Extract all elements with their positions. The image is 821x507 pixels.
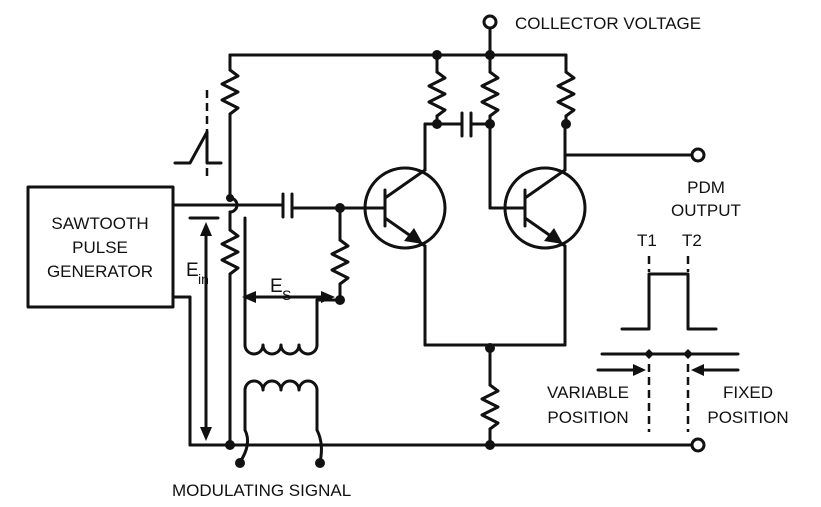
transistor-q1	[363, 166, 447, 250]
fixed-position-label-line1: FIXED	[723, 383, 773, 402]
q2-collector-resistor	[556, 70, 576, 118]
junction-dot	[335, 295, 345, 305]
fixed-position-arrow-head	[691, 364, 704, 376]
junction-dot	[225, 440, 235, 450]
transformer-upper-winding	[243, 343, 319, 356]
es-label-subscript: S	[282, 287, 291, 303]
es-arrow-head	[242, 291, 256, 303]
ein-label-subscript: in	[198, 271, 209, 287]
t2-label: T2	[682, 231, 702, 250]
collector-voltage-label: COLLECTOR VOLTAGE	[515, 14, 701, 33]
ein-label: E	[186, 260, 199, 281]
junction-dot	[485, 119, 495, 129]
variable-position-label-line2: POSITION	[547, 408, 628, 427]
t1-label: T1	[637, 231, 657, 250]
pdm-output-label-line1: PDM	[687, 178, 725, 197]
emitter-resistor	[480, 383, 500, 431]
collector-voltage-terminal	[482, 14, 498, 30]
modulating-terminal-left	[235, 458, 245, 468]
transformer-lower-winding	[243, 379, 319, 392]
generator-label-line2: PULSE	[72, 238, 128, 257]
junction-dot	[432, 119, 442, 129]
transistor-q2	[503, 166, 587, 250]
bias-resistor	[220, 68, 240, 116]
modulating-terminal-right	[315, 458, 325, 468]
q2-base-resistor	[480, 70, 500, 118]
junction-dot	[226, 194, 234, 202]
sawtooth-waveform-icon	[173, 130, 223, 165]
generator-label-line3: GENERATOR	[47, 262, 153, 281]
q2-collector-leg	[523, 168, 567, 200]
junction-dot	[561, 119, 571, 129]
ein-arrow-head	[200, 427, 212, 441]
variable-position-label-line1: VARIABLE	[547, 383, 629, 402]
generator-label-line1: SAWTOOTH	[51, 214, 148, 233]
es-arrow-head	[321, 291, 335, 303]
input-resistor	[220, 228, 240, 276]
variable-position-arrow-head	[633, 364, 646, 376]
q1-collector-resistor	[427, 70, 447, 118]
ground-output-terminal	[690, 437, 706, 453]
q1-base-resistor	[330, 238, 350, 286]
sawtooth-generator-box	[26, 185, 175, 309]
pdm-output-label-line2: OUTPUT	[671, 201, 741, 220]
q1-emitter-arrow	[404, 228, 423, 244]
junction-dot	[485, 440, 495, 450]
t1-position-marker	[644, 349, 654, 359]
q2-emitter-arrow	[544, 228, 563, 244]
ein-arrow-head	[200, 222, 212, 236]
modulating-signal-label: MODULATING SIGNAL	[172, 481, 351, 500]
t2-position-marker	[683, 349, 693, 359]
pdm-output-terminal	[690, 147, 706, 163]
pdm-pulse-waveform	[620, 272, 718, 331]
es-label: E	[270, 276, 283, 297]
fixed-position-label-line2: POSITION	[707, 408, 788, 427]
q1-collector-leg	[383, 168, 427, 200]
